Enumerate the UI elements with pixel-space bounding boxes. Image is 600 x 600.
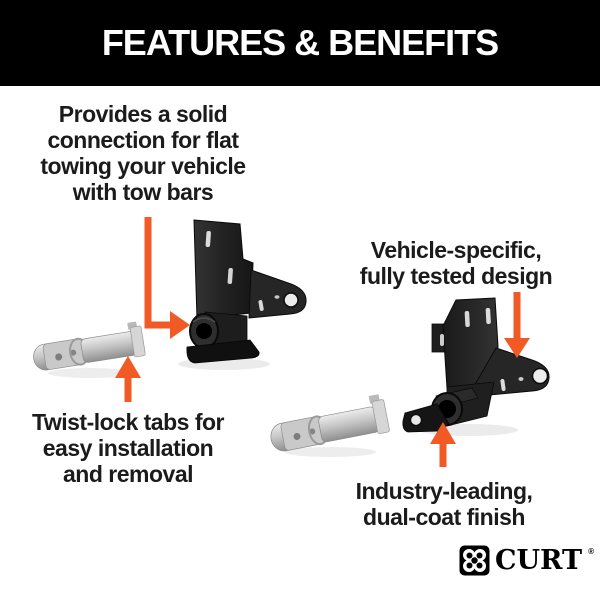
baseplate-bracket-left-image xyxy=(186,219,307,364)
receiver-bore xyxy=(196,323,212,339)
twist-lock-pin-right-image xyxy=(270,394,390,452)
callout-line: Twist-lock tabs for xyxy=(32,409,225,435)
callout-line: towing your vehicle xyxy=(40,153,246,179)
up-arrow-icon-left xyxy=(115,356,141,402)
pin-hole xyxy=(70,349,77,356)
down-arrow-icon xyxy=(504,292,530,358)
callout-flat-towing: Provides a solid connection for flat tow… xyxy=(20,101,266,205)
pin-barrel xyxy=(318,406,380,443)
callout-line: fully tested design xyxy=(359,263,553,289)
callout-line: Provides a solid xyxy=(58,101,228,127)
header-bar: FEATURES & BENEFITS xyxy=(0,0,600,86)
curt-logo-icon xyxy=(459,545,490,576)
plate-slot xyxy=(485,307,491,324)
registered-trademark-symbol: ® xyxy=(588,547,594,556)
callout-line: connection for flat xyxy=(47,127,239,153)
arm-slot xyxy=(500,379,506,391)
arm-pinhole xyxy=(518,377,524,381)
flange-hole xyxy=(409,413,423,427)
plate-slot xyxy=(464,310,470,327)
elbow-arrow-icon xyxy=(144,217,190,339)
callout-line: Industry-leading, xyxy=(355,478,533,504)
up-arrow-icon-right xyxy=(430,422,456,467)
bracket-plate xyxy=(193,219,254,320)
plate-slot xyxy=(227,268,233,285)
arm-hole xyxy=(283,292,299,308)
arm-hole xyxy=(531,367,549,385)
callout-line: easy installation xyxy=(42,435,214,461)
receiver-highlight xyxy=(192,317,216,323)
page-title: FEATURES & BENEFITS xyxy=(101,22,499,63)
callout-line: and removal xyxy=(63,461,194,487)
shadow-right-pin xyxy=(284,447,376,457)
arm-pinhole xyxy=(274,295,280,299)
baseplate-bracket-right-image xyxy=(402,297,550,433)
curt-logo: CURT ® xyxy=(459,545,594,577)
twist-lock-pin-left-image xyxy=(33,321,146,371)
bracket-foot xyxy=(186,339,260,364)
pin-hole xyxy=(293,432,301,440)
plate-slot xyxy=(205,231,211,248)
callout-twist-lock: Twist-lock tabs for easy installation an… xyxy=(8,409,248,487)
pin-hole xyxy=(309,428,316,435)
pin-barrel xyxy=(80,331,139,363)
callout-vehicle-specific: Vehicle-specific, fully tested design xyxy=(345,237,567,289)
shadow-left-pin xyxy=(48,368,132,378)
plate-slot xyxy=(440,334,444,346)
callout-dual-coat: Industry-leading, dual-coat finish xyxy=(333,478,555,530)
callout-line: with tow bars xyxy=(72,179,214,205)
pin-cap xyxy=(129,325,146,358)
callout-line: Vehicle-specific, xyxy=(370,237,542,263)
arm-slot xyxy=(258,300,264,311)
pin-cap xyxy=(371,399,390,434)
bracket-arm xyxy=(248,269,307,319)
curt-wordmark: CURT xyxy=(495,545,583,576)
callout-line: dual-coat finish xyxy=(363,504,525,530)
pin-hole xyxy=(55,353,63,361)
